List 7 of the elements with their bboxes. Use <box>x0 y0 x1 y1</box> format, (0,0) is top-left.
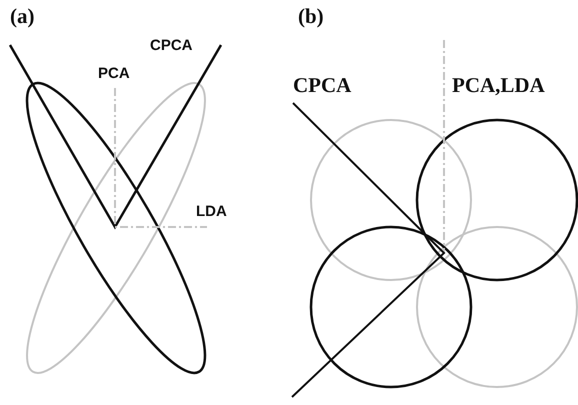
axis-label: LDA <box>196 204 227 219</box>
axis-label: CPCA <box>293 75 352 96</box>
panel-label: (b) <box>298 6 324 27</box>
panel-label: (a) <box>10 6 34 27</box>
axis-label: CPCA <box>150 38 193 53</box>
axis-label: PCA <box>98 66 130 81</box>
axis-label: PCA,LDA <box>452 75 545 96</box>
